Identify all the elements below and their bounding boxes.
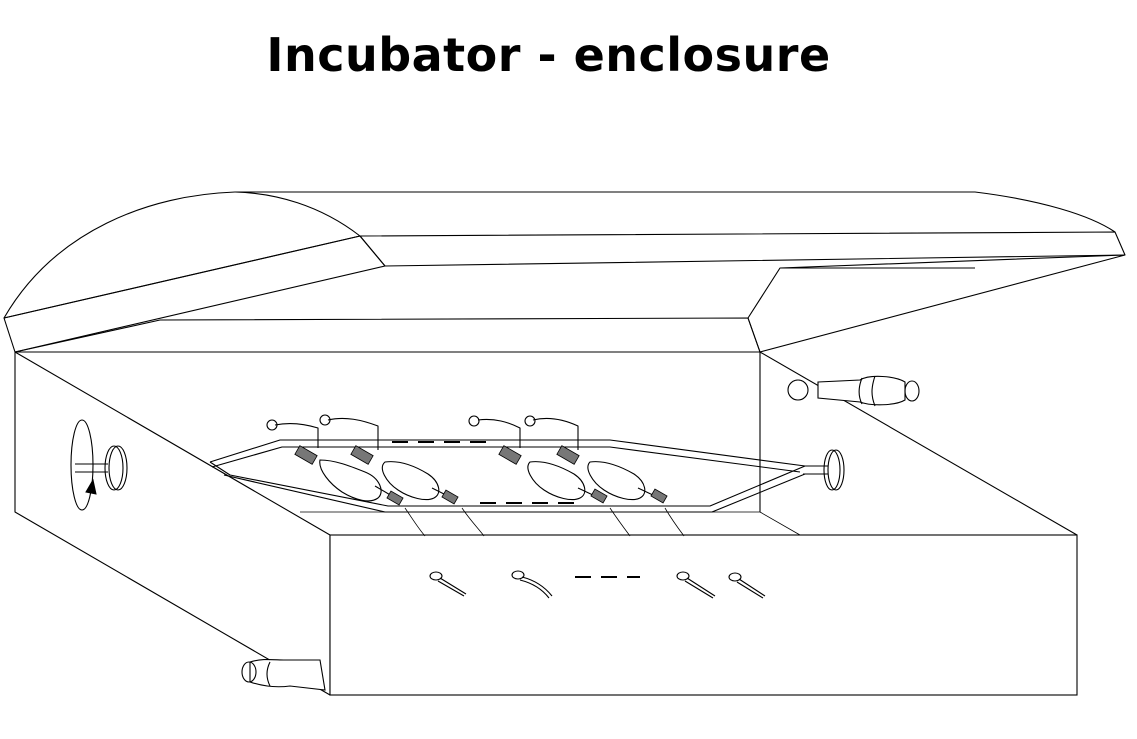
port-right-tube-end [904, 380, 920, 402]
bottle-4-connector [556, 445, 580, 465]
lid-left-sector [3, 191, 361, 319]
bottle-3-valve [468, 415, 480, 427]
tube-port-left [241, 658, 326, 691]
port-left-tube-end [241, 661, 257, 683]
frame-front-rail-inner [223, 473, 806, 513]
bottle-2-valve [319, 414, 331, 426]
handwheel-left [70, 419, 128, 511]
bottle-1-cap [386, 490, 404, 506]
diagram-title: Incubator - enclosure [266, 28, 831, 82]
bottle-3-connector [498, 445, 522, 465]
lid-right-slope [747, 254, 1126, 353]
front-valve-3 [676, 571, 716, 599]
shaft-right-disc-rim [823, 449, 841, 491]
bottle-2-connector [350, 445, 374, 465]
left-wall [14, 351, 331, 696]
bottle-3-body [527, 461, 586, 501]
drain-tube-3 [609, 507, 631, 537]
rotation-arrow-icon [85, 478, 97, 495]
front-valves [429, 570, 766, 599]
lid-top-band [359, 231, 1126, 267]
bottle-3-tube [477, 418, 521, 448]
handwheel-disc-rim [104, 445, 124, 491]
shaft-support-right [803, 449, 845, 491]
front-valve-1 [429, 571, 467, 597]
port-left-collar [266, 661, 271, 687]
port-right-collar [858, 375, 876, 407]
rotation-arrow-ring [70, 419, 94, 511]
drain-tube-1 [404, 507, 426, 537]
frame-back-rail-inner [211, 446, 801, 473]
bottle-1 [266, 419, 404, 506]
bottle-1-connector [294, 445, 318, 465]
drain-tube-2 [461, 507, 485, 537]
port-right-hole [787, 379, 809, 401]
bottle-1-valve [266, 419, 278, 431]
handwheel-shaft [75, 463, 108, 473]
bottle-3 [468, 415, 608, 504]
port-left-tube [249, 658, 326, 691]
bottle-2-cap [441, 489, 459, 505]
bottle-4-cap [650, 488, 668, 504]
bottle-2-tube [327, 417, 379, 450]
bottle-1-tube [274, 423, 319, 448]
port-right-tube [817, 375, 906, 406]
bottle-3-cap [590, 488, 608, 504]
front-valve-2 [511, 570, 553, 599]
handwheel-disc [108, 445, 128, 491]
bottle-1-body [319, 459, 382, 502]
tube-port-right [787, 375, 920, 407]
frame-front-rail [209, 461, 806, 507]
shaft-right-axle [803, 465, 830, 475]
drain-tube-4 [664, 507, 685, 537]
lid-left-slope [3, 235, 386, 353]
shaft-right-disc [827, 449, 845, 491]
bottle-4-tube [532, 417, 579, 450]
front-wall [329, 534, 1078, 696]
front-valve-4 [728, 572, 766, 599]
interior-back-floor [300, 511, 801, 536]
right-wall [759, 351, 1078, 536]
rotating-frame [209, 439, 806, 513]
bottle-group [266, 414, 685, 537]
lid [3, 191, 1126, 353]
box-body [14, 351, 1078, 696]
bottle-2-body [381, 461, 440, 501]
bottle-2 [319, 414, 459, 505]
frame-back-rail [209, 439, 806, 467]
lid-bottom-rim [14, 317, 761, 353]
lid-dome-outline [3, 191, 1116, 319]
bottle-4-body [587, 461, 646, 501]
bottle-4-valve [524, 415, 536, 427]
bottle-4 [524, 415, 668, 504]
